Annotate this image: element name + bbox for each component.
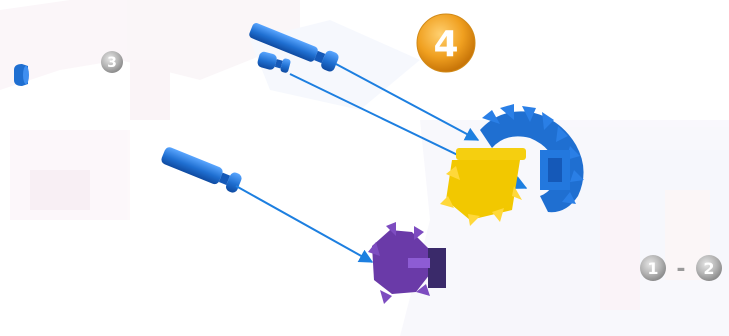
range-start-number: 1	[647, 259, 658, 278]
arrow-rod-bottom	[236, 186, 372, 262]
blue-small-cap	[14, 64, 29, 86]
step-4-number: 4	[433, 24, 458, 65]
range-end-number: 2	[703, 259, 714, 278]
step-range-badge: 1 - 2	[640, 255, 722, 282]
range-separator: -	[676, 257, 685, 282]
step-3-number: 3	[107, 55, 117, 71]
step-3-badge: 3	[101, 51, 123, 73]
step-4-badge: 4	[417, 14, 475, 72]
blue-axle-rod-bottom	[160, 145, 244, 194]
